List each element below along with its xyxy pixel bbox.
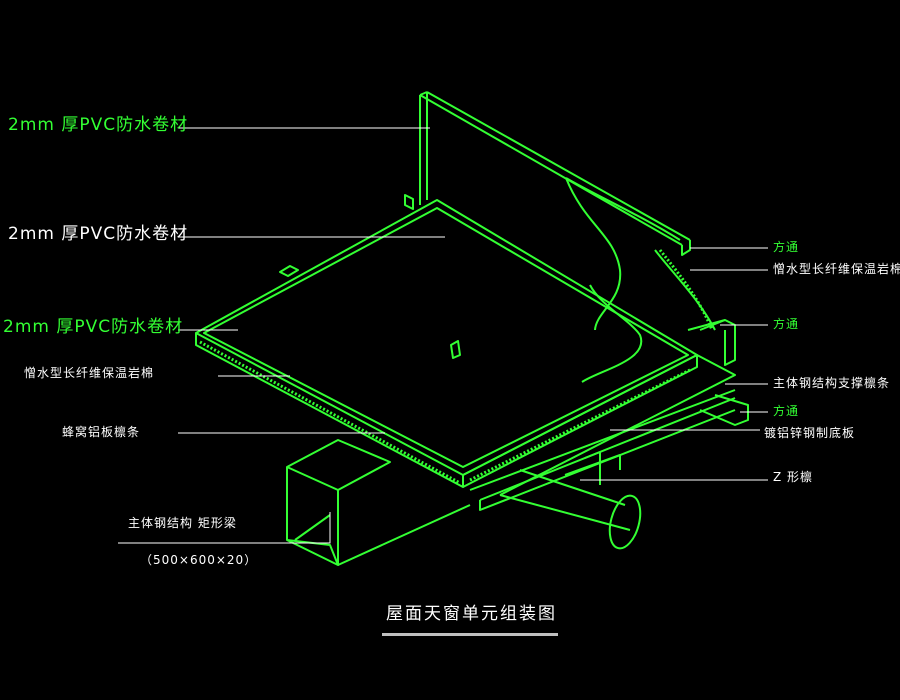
caption-underline: [382, 633, 558, 636]
leader-lines: [118, 127, 768, 544]
drawing-caption: 屋面天窗单元组装图: [386, 604, 557, 624]
label-steel-base: 镀铝锌钢制底板: [764, 426, 856, 440]
label-beam-size: （500×600×20）: [140, 553, 258, 567]
insulation-strips: [199, 249, 714, 485]
label-square-tube-2: 方通: [773, 317, 800, 331]
upstand-panel: [419, 91, 716, 331]
edge-rail: [462, 319, 749, 511]
label-pvc-mid: 2mm 厚PVC防水卷材: [8, 224, 189, 244]
label-honeycomb: 蜂窝铝板檩条: [62, 425, 141, 439]
label-main-beam: 主体钢结构 矩形梁: [128, 516, 237, 530]
label-insulation-left: 憎水型长纤维保温岩棉: [24, 366, 155, 380]
round-pipe: [499, 451, 642, 550]
rectangular-beam: [286, 439, 471, 566]
label-pvc-top: 2mm 厚PVC防水卷材: [8, 115, 189, 135]
label-square-tube-1: 方通: [773, 240, 800, 254]
label-pvc-low: 2mm 厚PVC防水卷材: [3, 317, 184, 337]
connector-clip: [450, 340, 461, 359]
label-square-tube-3: 方通: [773, 404, 800, 418]
label-insulation-right: 憎水型长纤维保温岩棉: [773, 262, 900, 276]
label-z-purlin: Z 形檩: [773, 470, 814, 484]
label-purlin-support: 主体钢结构支撑檩条: [773, 376, 891, 390]
